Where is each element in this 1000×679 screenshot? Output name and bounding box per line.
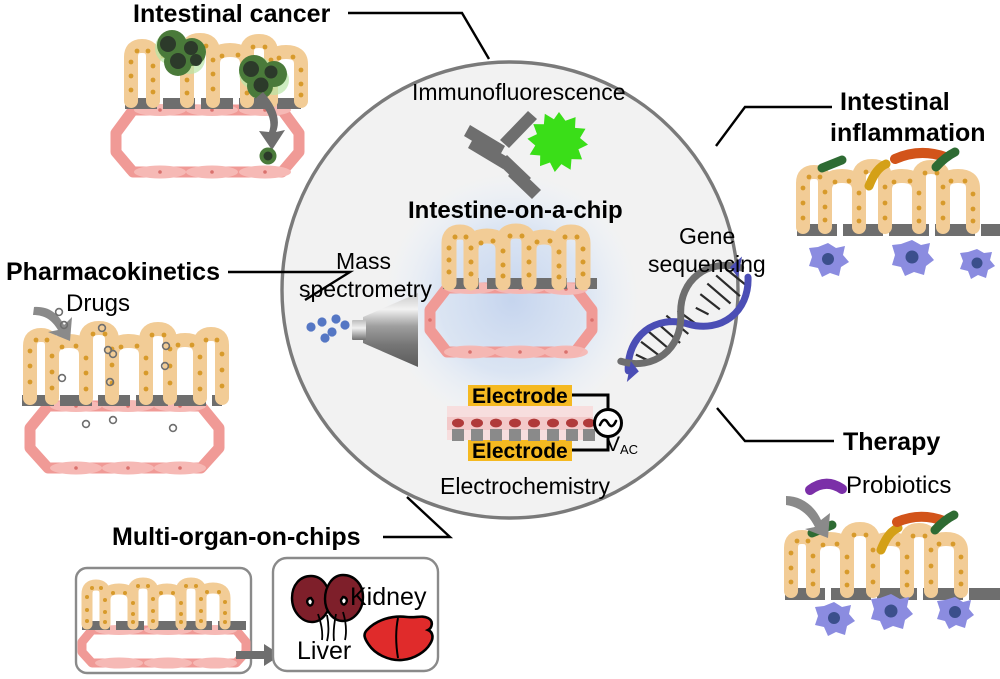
metastasis-arrow — [256, 92, 285, 150]
ms-ion-dots — [306, 314, 350, 343]
method-label-gene-sequencing-line1: Gene — [679, 223, 736, 249]
voltage-source-symbol: V — [606, 433, 621, 456]
illustration-intestinal-cancer — [110, 30, 308, 179]
electrode-label-bottom: Electrode — [472, 440, 568, 463]
callout-label-intestinal-inflammation-line2: inflammation — [830, 119, 986, 147]
illustration-pharmacokinetics — [22, 306, 229, 475]
drug-particles — [54, 307, 178, 433]
illustration-therapy — [784, 478, 1000, 636]
center-chip-illustration — [424, 223, 598, 359]
center-villi — [441, 223, 591, 291]
callout-label-intestinal-cancer: Intestinal cancer — [133, 0, 331, 28]
probiotic-arrow — [786, 496, 830, 538]
annotation-drugs: Drugs — [66, 290, 131, 317]
illustration-intestinal-inflammation — [796, 147, 1000, 279]
voltage-source-subscript: AC — [620, 442, 639, 457]
connector-therapy — [716, 407, 834, 443]
inflammation-bacteria — [817, 147, 960, 191]
callout-label-therapy: Therapy — [843, 428, 941, 456]
liver-icon — [363, 615, 434, 662]
connector-multi-organ — [383, 496, 454, 539]
connector-intestinal-inflammation — [715, 105, 832, 147]
tumor-cluster-b — [239, 55, 289, 99]
method-label-gene-sequencing-line2: sequencing — [648, 251, 766, 277]
electrode-bar-top — [468, 385, 572, 406]
organ-link-arrow — [236, 644, 281, 666]
electrode-bar-bottom — [468, 440, 572, 461]
center-villi-nuclei — [446, 233, 586, 280]
ec-circuit-wire — [572, 393, 610, 452]
ec-cells — [452, 418, 595, 441]
illustration-multi-organ-on-chips — [74, 556, 440, 675]
fluorophore-star-icon — [527, 112, 588, 172]
method-label-immunofluorescence: Immunofluorescence — [412, 79, 626, 105]
inflammation-immune-cells — [809, 240, 995, 279]
callout-label-pharmacokinetics: Pharmacokinetics — [6, 258, 220, 286]
drug-arrow — [33, 306, 72, 341]
electrochemistry-module — [447, 385, 623, 461]
organ-label-liver: Liver — [297, 637, 352, 665]
kidney-icon — [290, 573, 365, 642]
tumor-cluster-a — [155, 30, 206, 76]
connector-pharmacokinetics — [228, 270, 355, 302]
mass-spectrometry-icon — [306, 293, 418, 367]
electrode-label-top: Electrode — [472, 385, 568, 408]
connector-lines — [228, 11, 834, 539]
center-title: Intestine-on-a-chip — [408, 197, 623, 224]
method-label-electrochemistry: Electrochemistry — [440, 473, 610, 499]
method-label-mass-spectrometry-line2: spectrometry — [299, 276, 432, 302]
annotation-probiotics: Probiotics — [846, 472, 952, 499]
voltage-source-label: VAC — [606, 433, 638, 457]
connector-intestinal-cancer — [348, 11, 491, 60]
callout-label-intestinal-inflammation-line1: Intestinal — [840, 88, 950, 116]
therapy-immune-cells — [815, 594, 974, 636]
probiotic-glyph — [805, 478, 847, 495]
ac-source-icon — [593, 408, 623, 438]
callout-label-multi-organ-on-chips: Multi-organ-on-chips — [112, 523, 361, 551]
method-label-mass-spectrometry-line1: Mass — [336, 248, 391, 274]
dna-helix-icon — [617, 256, 752, 382]
immunofluorescence-icon — [464, 111, 588, 199]
organ-label-kidney: Kidney — [350, 583, 427, 611]
